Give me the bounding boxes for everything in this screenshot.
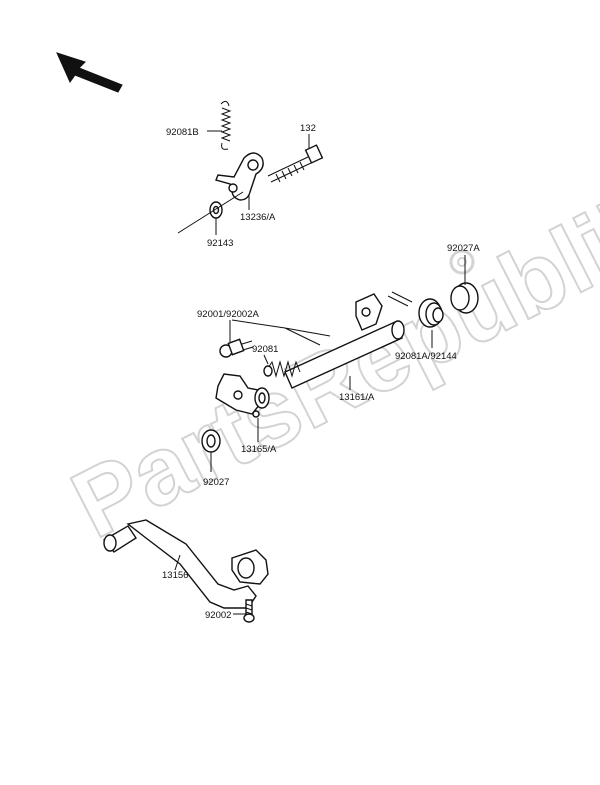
spring-92081A-92144 (418, 298, 444, 328)
front-direction-arrow-icon (56, 52, 123, 93)
shaft-line-upper (177, 191, 244, 234)
shift-pedal-13156 (102, 519, 269, 609)
bolt-92001-92002A (219, 338, 254, 358)
label-92002: 92002 (205, 610, 231, 621)
shift-shaft-13161A (284, 291, 413, 389)
spring-92081B (220, 100, 232, 150)
label-92081: 92081 (252, 344, 278, 355)
label-13236A: 13236/A (240, 212, 276, 223)
watermark-gear-icon (449, 249, 475, 275)
label-92143: 92143 (207, 238, 233, 249)
part-labels: 92081B 132 13236/A 92143 92027A 92001/92… (162, 123, 480, 621)
label-13161A: 13161/A (339, 392, 375, 403)
washer-92143 (209, 201, 223, 219)
label-92001-92002A: 92001/92002A (197, 309, 259, 320)
label-92027: 92027 (203, 477, 229, 488)
label-92081B: 92081B (166, 127, 199, 138)
leader-lines (174, 130, 466, 615)
oil-seal-92027 (201, 429, 221, 453)
bushing-plate-13165A (215, 373, 270, 418)
bolt-132 (267, 144, 324, 183)
bolt-92002 (243, 599, 255, 623)
label-13156: 13156 (162, 570, 188, 581)
label-13165A: 13165/A (241, 444, 277, 455)
label-92027A: 92027A (447, 243, 480, 254)
spring-92081 (263, 360, 301, 378)
label-92081A-92144: 92081A/92144 (395, 351, 457, 362)
label-132: 132 (300, 123, 316, 134)
oil-seal-92027A (450, 282, 479, 314)
lever-13236A (215, 152, 264, 201)
